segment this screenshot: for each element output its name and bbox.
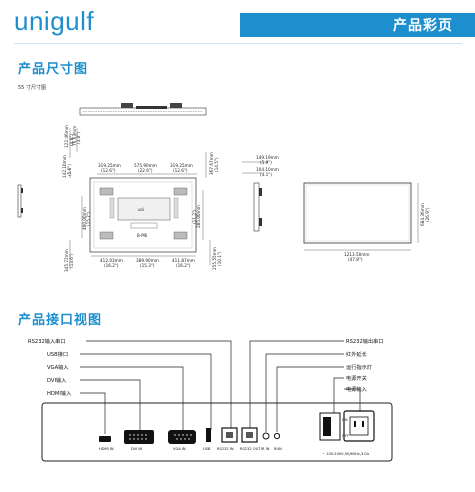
label-off: OFF [342,434,349,438]
ir-in-jack [262,432,270,440]
label-usb: USB [203,447,211,451]
dim-top-h1: 122.46mm [64,125,69,148]
page-header: unigulf 产品彩页 [0,0,475,46]
dim-depth2: 104.10mm [256,167,279,172]
back-view-drawing: uni [89,177,197,253]
dim-b-389-in: (15.3") [140,263,155,268]
vga-port [168,430,196,444]
port-label-dvi: DVI输入 [47,376,66,384]
port-label-power-switch: 电源开关 [346,374,367,382]
dim-left-v2: 345.72mm [64,249,69,272]
label-power-spec: ~ 100-240V,50/60Hz,3.0A [322,452,370,456]
header-divider [14,43,462,44]
label-vga-in: VGA IN [173,447,186,451]
dim-top-h2-in: (3.0") [76,132,81,144]
port-label-rs232-in: RS232输入串口 [28,337,66,345]
dim-front-h-in: (26.9") [425,207,430,222]
label-rs232-out: RS232 OUT [240,447,261,451]
label-hdmi-in: HDMI IN [99,447,114,451]
dimension-drawings: uni 122.46mm (4.8") 76.63mm [17,103,430,272]
dimension-caption: 55 寸尺寸图 [18,85,46,91]
dim-v-285-in: (11.2") [192,209,197,224]
dvi-port [124,430,154,444]
dim-right-v2-in: (10.1") [217,251,222,266]
dim-front-w: 1213.50mm [344,252,369,257]
dim-right-v2: 255.55mm [212,247,217,270]
svg-text:uni: uni [138,207,144,212]
side-view-right [253,182,262,232]
section-title-interfaces: 产品接口视图 [18,313,103,328]
dim-b-411: 411.87mm [172,258,195,263]
port-label-usb: USB接口 [47,350,68,358]
dim-front-w-in: (47.8") [348,257,363,262]
dim-front-h: 684.36mm [420,203,425,226]
dim-depth1-in: (5.9") [260,160,272,165]
top-view-strip [79,103,207,116]
hdmi-port [99,436,111,442]
dim-right-v1-in: (14.5") [214,157,219,172]
dim-b-389: 389.90mm [136,258,159,263]
dim-v-400-in: (15.7") [86,211,91,226]
dim-left-v2-in: (13.6") [69,253,74,268]
dim-left-v1: 142.10mm [62,155,67,178]
label-rs232-in: RS232 IN [217,447,234,451]
dim-b-412a: 412.03mm [100,258,123,263]
brand-logo: unigulf [14,6,95,36]
dim-h-575: 575.90mm [134,163,157,168]
side-view-left [17,184,23,218]
dim-h-319a-in: (12.6") [101,168,116,173]
label-ir-in: IR IN [261,447,270,451]
dim-right-v1: 367.67mm [209,152,214,175]
dim-b-412a-in: (16.2") [104,263,119,268]
dim-left-v1-in: (5.6") [67,164,72,176]
dim-h-319a: 319.25mm [98,163,121,168]
dim-b-411-in: (16.2") [176,263,191,268]
port-label-run: 运行指示灯 [346,363,372,371]
usb-port [206,428,211,442]
dim-v-285: 285.00mm [196,205,201,228]
section-title-dimensions: 产品尺寸图 [18,62,89,77]
dim-h-319b-in: (12.6") [173,168,188,173]
dim-center-tag: B-M6 [137,233,148,238]
front-view-drawing [303,182,412,244]
label-run: RUN [274,447,282,451]
port-label-hdmi: HDMI输入 [47,389,71,397]
dim-top-h2: 76.63mm [72,126,77,146]
header-bar: 产品彩页 [240,13,475,37]
label-dvi-in: DVI IN [131,447,142,451]
port-label-ir: 红外延长 [346,350,368,358]
rear-panel [41,402,393,462]
dim-h-575-in: (22.6") [138,168,153,173]
run-indicator [273,432,281,440]
interface-diagram: RS232输入串口 USB接口 VGA输入 DVI输入 HDMI输入 RS232… [28,337,393,462]
dim-depth1: 149.19mm [256,155,279,160]
dim-v-400: 400.00mm [82,207,87,230]
dim-depth2-in: (4.1") [260,172,272,177]
dim-top-h1-in: (4.8") [69,134,74,146]
label-on: ON [342,418,348,422]
dim-h-319b: 319.25mm [170,163,193,168]
port-label-rs232-out: RS232输出串口 [346,337,384,345]
header-title: 产品彩页 [393,18,453,34]
port-label-vga: VGA输入 [47,363,69,371]
